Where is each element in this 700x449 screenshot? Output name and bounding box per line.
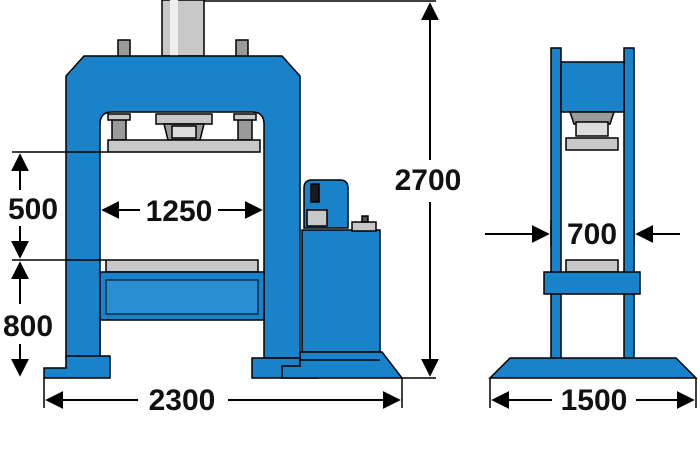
- dim-label-1500: 1500: [561, 384, 628, 417]
- side-column-left: [550, 47, 562, 361]
- dim-label-500: 500: [8, 193, 58, 226]
- side-top-block: [560, 61, 625, 113]
- dimension-lines: [10, 0, 697, 409]
- foot-left: [43, 355, 111, 379]
- front-view-press: [43, 0, 404, 379]
- power-unit-base: [281, 351, 404, 379]
- hydraulic-cylinder: [161, 0, 205, 57]
- dim-label-1250: 1250: [146, 195, 213, 228]
- side-bed: [543, 271, 641, 295]
- side-lower-platen: [565, 259, 619, 273]
- control-handle: [310, 183, 320, 203]
- lower-platen: [105, 259, 259, 273]
- side-base: [488, 357, 698, 379]
- side-view-press: [488, 47, 698, 379]
- side-upper-platen: [565, 137, 619, 151]
- dim-label-800: 800: [3, 310, 53, 343]
- ram-head: [155, 113, 213, 125]
- oil-tank: [301, 229, 381, 353]
- dim-label-2300: 2300: [149, 384, 216, 417]
- dim-label-700: 700: [567, 218, 617, 251]
- upper-platen: [107, 139, 261, 153]
- side-column-right: [623, 47, 635, 361]
- dim-label-2700: 2700: [395, 164, 462, 197]
- control-valve: [306, 209, 328, 227]
